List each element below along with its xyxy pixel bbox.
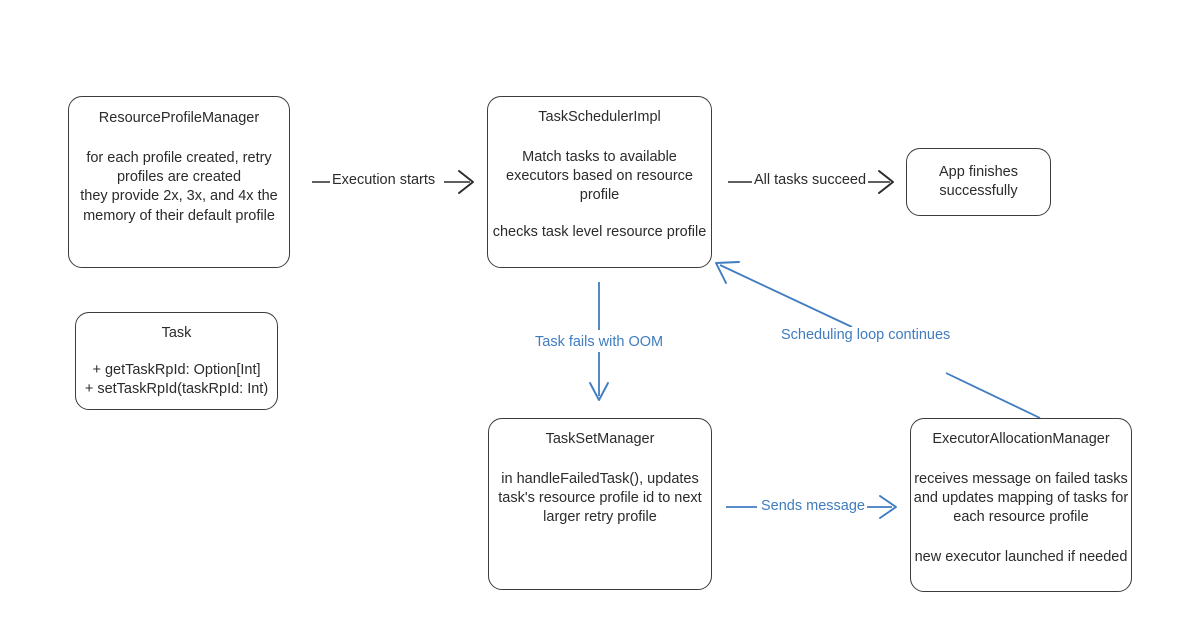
node-task[interactable]: Task + getTaskRpId: Option[Int] + setTas…: [75, 312, 278, 410]
node-body: receives message on failed tasks and upd…: [913, 471, 1129, 526]
node-executor-allocation-manager[interactable]: ExecutorAllocationManager receives messa…: [910, 418, 1132, 592]
node-body-secondary: new executor launched if needed: [914, 548, 1128, 565]
node-task-set-manager[interactable]: TaskSetManager in handleFailedTask(), up…: [488, 418, 712, 590]
node-title: TaskSchedulerImpl: [538, 109, 661, 125]
arrowhead-icon: [715, 261, 740, 284]
arrowhead-icon: [589, 382, 609, 401]
node-app-finishes-successfully[interactable]: App finishes successfully: [906, 148, 1051, 216]
node-title: Task: [161, 325, 192, 341]
node-title: ExecutorAllocationManager: [932, 431, 1110, 447]
node-body: App finishes successfully: [939, 163, 1018, 199]
node-resource-profile-manager[interactable]: ResourceProfileManager for each profile …: [68, 96, 290, 268]
arrowhead-icon: [458, 170, 474, 194]
edge-label-scheduling-loop-continues: Scheduling loop continues: [779, 327, 953, 343]
edge-label-task-fails-with-oom: Task fails with OOM: [533, 334, 666, 350]
node-body: + getTaskRpId: Option[Int] + setTaskRpId…: [84, 362, 269, 398]
edge-label-execution-starts: Execution starts: [330, 172, 438, 188]
node-title: TaskSetManager: [545, 431, 655, 447]
node-body: in handleFailedTask(), updates task's re…: [498, 471, 702, 526]
edge-label-all-tasks-succeed: All tasks succeed: [752, 172, 869, 188]
arrowhead-icon: [879, 495, 897, 519]
node-title: ResourceProfileManager: [98, 110, 260, 126]
node-body: for each profile created, retry profiles…: [80, 150, 278, 224]
node-body-secondary: checks task level resource profile: [492, 223, 707, 240]
node-body: Match tasks to available executors based…: [506, 149, 693, 204]
node-task-scheduler-impl[interactable]: TaskSchedulerImpl Match tasks to availab…: [487, 96, 712, 268]
arrowhead-icon: [878, 170, 894, 194]
edge-label-sends-message: Sends message: [759, 498, 867, 514]
